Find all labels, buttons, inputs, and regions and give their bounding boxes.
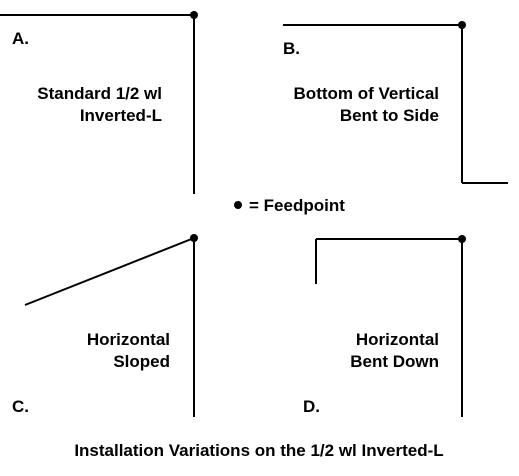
legend-feedpoint-icon (234, 201, 242, 209)
panel-a-letter: A. (12, 29, 29, 48)
feedpoint-legend: = Feedpoint (234, 196, 345, 215)
panel-c-letter: C. (12, 397, 29, 416)
panel-d-feedpoint-icon (458, 235, 466, 243)
panel-c: C. Horizontal Sloped (12, 234, 198, 417)
panel-c-sloped-wire (24, 237, 195, 306)
panel-b: B. Bottom of Vertical Bent to Side (283, 21, 508, 184)
diagram-caption: Installation Variations on the 1/2 wl In… (74, 441, 443, 460)
panel-b-feedpoint-icon (458, 21, 466, 29)
panel-a: A. Standard 1/2 wl Inverted-L (0, 11, 198, 194)
panel-a-feedpoint-icon (190, 11, 198, 19)
panel-c-feedpoint-icon (190, 234, 198, 242)
panel-b-title-line2: Bent to Side (340, 106, 439, 125)
panel-a-title-line2: Inverted-L (80, 106, 162, 125)
panel-d: D. Horizontal Bent Down (303, 235, 466, 417)
legend-text: = Feedpoint (249, 196, 345, 215)
panel-c-title-line1: Horizontal (87, 330, 170, 349)
panel-d-letter: D. (303, 397, 320, 416)
panel-a-title-line1: Standard 1/2 wl (37, 84, 162, 103)
panel-d-title-line1: Horizontal (356, 330, 439, 349)
panel-d-title-line2: Bent Down (350, 352, 439, 371)
panel-c-title-line2: Sloped (113, 352, 170, 371)
panel-b-title-line1: Bottom of Vertical (294, 84, 439, 103)
panel-b-letter: B. (283, 39, 300, 58)
